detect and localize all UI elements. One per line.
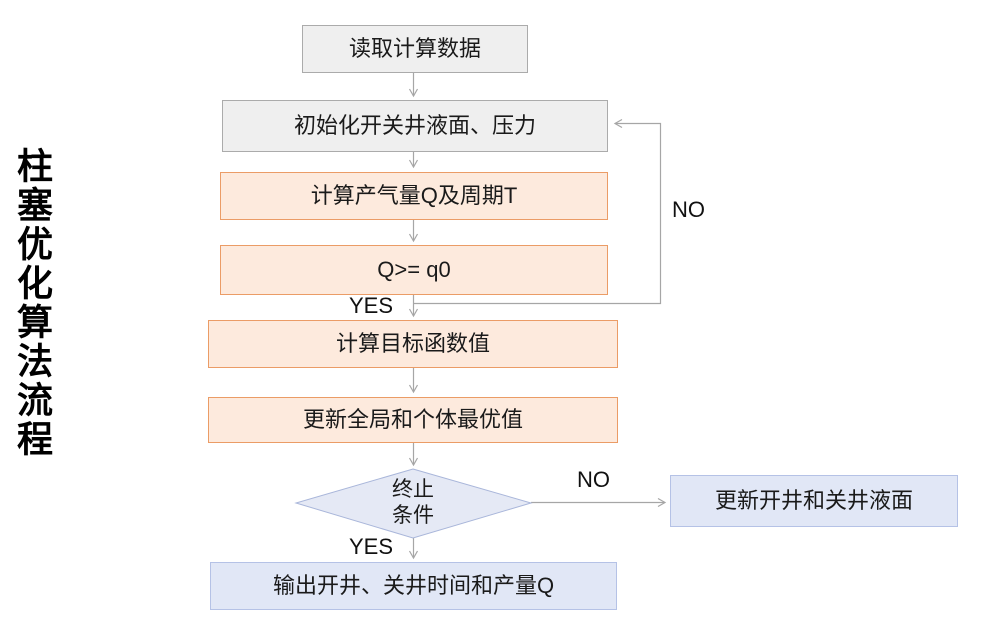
node-output: 输出开井、关井时间和产量Q	[210, 562, 617, 610]
node-terminate-label-line2: 条件	[392, 504, 434, 527]
edge-label-yes-terminate: YES	[349, 534, 394, 559]
arrow-no-loopback	[414, 118, 662, 305]
node-read-data-label: 读取计算数据	[348, 35, 481, 61]
node-objective-label: 计算目标函数值	[335, 330, 490, 356]
edge-label-yes-q: YES	[349, 293, 394, 318]
node-output-label: 输出开井、关井时间和产量Q	[272, 572, 555, 598]
node-update-levels: 更新开井和关井液面	[670, 475, 958, 527]
node-update-best-label: 更新全局和个体最优值	[302, 406, 523, 432]
node-q-check-label: Q>= q0	[377, 256, 451, 282]
edge-label-no-loop: NO	[672, 197, 705, 222]
node-update-levels-label: 更新开井和关井液面	[714, 487, 913, 513]
node-calc-q-t: 计算产气量Q及周期T	[220, 172, 608, 220]
node-calc-q-t-label: 计算产气量Q及周期T	[310, 182, 518, 208]
node-initialize-label: 初始化开关井液面、压力	[293, 112, 536, 138]
edge-label-no-terminate: NO	[577, 467, 610, 492]
node-terminate-label-line1: 终止	[392, 477, 434, 501]
node-update-best: 更新全局和个体最优值	[208, 397, 618, 443]
node-read-data: 读取计算数据	[302, 25, 528, 73]
diagram-title: 柱塞优化算法流程	[12, 147, 53, 459]
node-q-check: Q>= q0	[220, 245, 608, 295]
node-objective: 计算目标函数值	[208, 320, 618, 368]
node-terminate-label: 终止 条件	[343, 475, 483, 531]
node-terminate-diamond	[294, 468, 533, 539]
node-initialize: 初始化开关井液面、压力	[222, 100, 608, 152]
